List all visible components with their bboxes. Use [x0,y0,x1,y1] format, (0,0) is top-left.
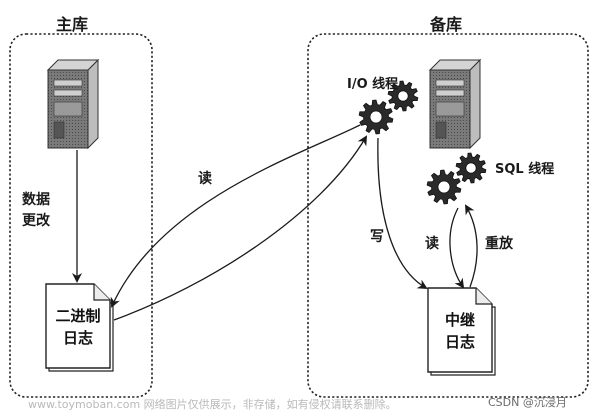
io-thread-label: I/O 线程 [347,77,399,92]
sql-thread-label: SQL 线程 [495,162,555,177]
relay-read-label: 读 [425,236,439,252]
link-read-label: 读 [198,171,212,187]
relaylog-label: 中继 日志 [428,309,492,353]
gear-icon [387,80,419,112]
sql-read-arrow [449,207,465,289]
io-thread-gears [358,80,419,135]
relaylog-label-line1: 中继 [444,311,475,329]
data-change-label-line2: 更改 [22,213,50,229]
master-title: 主库 [56,15,89,34]
csdn-credit: CSDN @沉浸月 [488,396,567,409]
watermark-text: www.toymoban.com 网络图片仅供展示，非存储，如有侵权请联系删除。 [28,398,397,411]
data-change-label-line1: 数据 [22,192,50,208]
read-binlog-arrow [113,135,368,321]
binlog-label-line2: 日志 [62,329,93,347]
sql-thread-gears [426,152,487,205]
binlog-label-line1: 二进制 [55,307,101,325]
replica-panel [307,33,589,398]
write-label: 写 [370,229,384,245]
gear-icon [358,99,394,135]
server-icon [428,58,482,150]
binlog-return-arrow [110,124,361,308]
gear-icon [455,152,487,184]
replay-arrow [464,204,478,288]
server-icon [46,58,100,150]
relaylog-label-line2: 日志 [444,333,475,351]
master-panel [9,33,153,398]
write-relay-arrow [377,137,428,290]
replay-label: 重放 [485,236,513,252]
binlog-label: 二进制 日志 [46,305,110,349]
replica-title: 备库 [430,15,463,34]
gear-icon [426,169,462,205]
document-icon [427,287,496,376]
